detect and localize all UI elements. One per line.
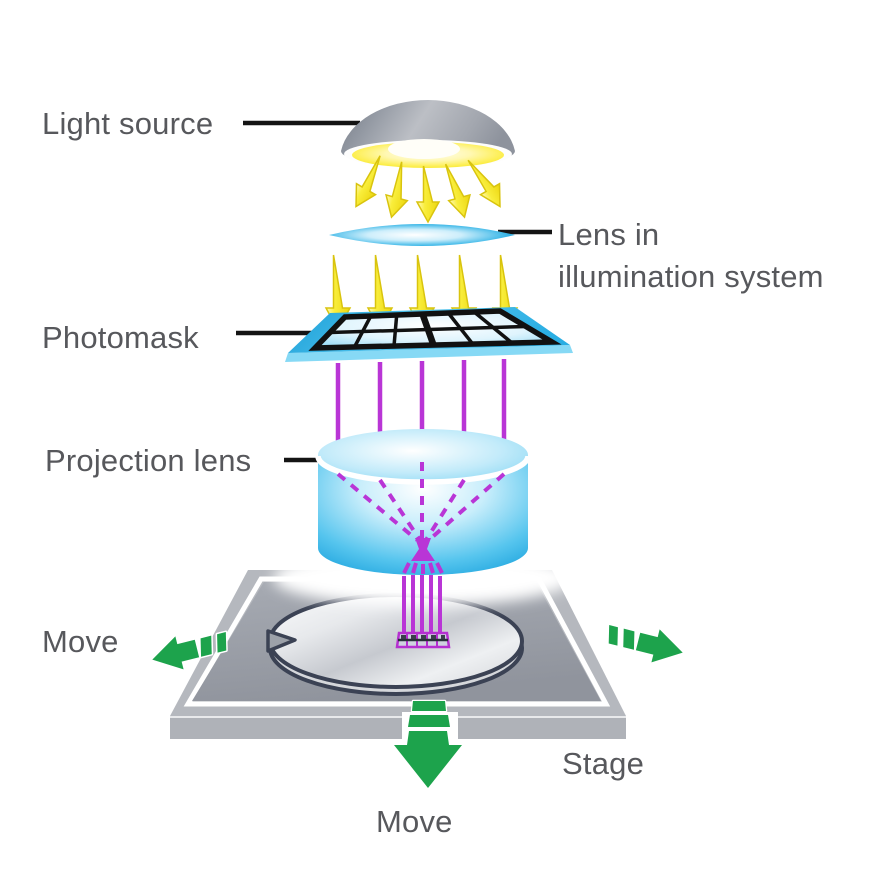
lens-illumination-label-line2: illumination system (558, 259, 824, 294)
projection-lens-label: Projection lens (45, 443, 252, 478)
lens-illumination-label: Lens in illumination system (558, 214, 824, 298)
illumination-lens (329, 224, 515, 246)
move-down-arrow-icon (392, 699, 464, 790)
beam-bundle-lines (402, 575, 442, 634)
exposed-die (395, 631, 451, 649)
cylinder-top (318, 429, 528, 481)
focused-beam (395, 538, 451, 649)
photomask-label: Photomask (42, 320, 199, 355)
light-source-label: Light source (42, 106, 214, 141)
photomask-grid (308, 308, 562, 351)
move-right-arrow-icon (607, 623, 685, 664)
move-left-arrow-icon (150, 630, 228, 671)
photomask-plate (285, 307, 573, 362)
beam-fan-dashes (402, 562, 444, 574)
wafer (266, 593, 524, 696)
photomask-thickness-edge (285, 345, 573, 362)
wafer-surface (268, 593, 524, 689)
stage-side-face (170, 716, 626, 739)
lens-illumination-label-line1: Lens in (558, 217, 660, 252)
move-left-label: Move (42, 624, 119, 659)
wafer-notch (266, 629, 297, 653)
beam-focal-pinch (411, 538, 435, 561)
stage-label: Stage (562, 746, 645, 781)
converging-rays-icon (336, 462, 506, 542)
light-source-lamp (341, 100, 515, 168)
lamp-bulb (388, 139, 460, 159)
move-bottom-label: Move (376, 804, 453, 839)
